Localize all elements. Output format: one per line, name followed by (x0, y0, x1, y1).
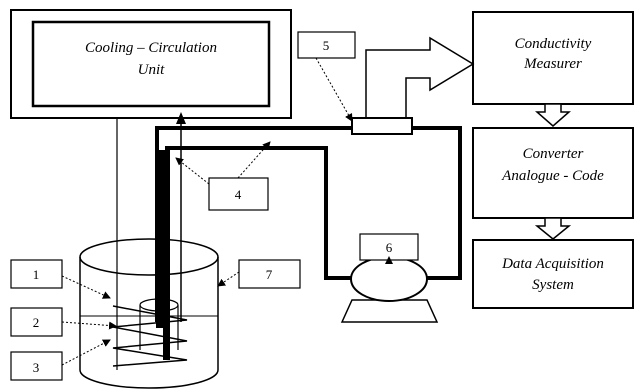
label-box-2: 2 (10, 307, 63, 337)
svg-text:1: 1 (33, 267, 40, 282)
converter-label-line1: Converter (523, 146, 584, 162)
conductivity-measurer-box: Conductivity Measurer (472, 11, 634, 105)
electrode-left (156, 150, 163, 328)
arrow-up-icon (176, 112, 186, 124)
cooling-coil (112, 305, 188, 367)
cooling-unit-label-line1: Cooling – Circulation (85, 40, 217, 56)
sensor-flow-cell (351, 117, 413, 135)
label-box-5: 5 (297, 31, 356, 59)
label-box-4: 4 (208, 177, 269, 211)
reaction-vessel (79, 238, 219, 389)
svg-text:4: 4 (235, 187, 242, 202)
svg-text:5: 5 (323, 38, 330, 53)
electrode-right (163, 150, 170, 360)
daq-label-line1: Data Acquisition (501, 256, 604, 272)
conductivity-label-line2: Measurer (523, 56, 582, 72)
leader-lines (61, 57, 393, 366)
conductivity-label-line1: Conductivity (515, 36, 592, 52)
svg-text:6: 6 (386, 240, 393, 255)
svg-text:2: 2 (33, 315, 40, 330)
arrow-conductivity-to-converter (535, 103, 571, 127)
label-box-3: 3 (10, 351, 63, 381)
svg-text:3: 3 (33, 360, 40, 375)
svg-text:7: 7 (266, 267, 273, 282)
daq-label-line2: System (532, 277, 574, 293)
arrow-converter-to-daq (534, 217, 572, 240)
converter-label-line2: Analogue - Code (501, 168, 604, 184)
label-box-7: 7 (238, 259, 301, 289)
cooling-circulation-unit-box: Cooling – Circulation Unit (10, 9, 292, 119)
label-box-6: 6 (359, 233, 419, 261)
label-box-1: 1 (10, 259, 63, 289)
data-acquisition-box: Data Acquisition System (472, 239, 634, 309)
converter-box: Converter Analogue - Code (472, 127, 634, 219)
pump (340, 256, 439, 323)
arrow-sensor-to-conductivity (365, 36, 475, 119)
cooling-unit-label-line2: Unit (138, 62, 166, 78)
